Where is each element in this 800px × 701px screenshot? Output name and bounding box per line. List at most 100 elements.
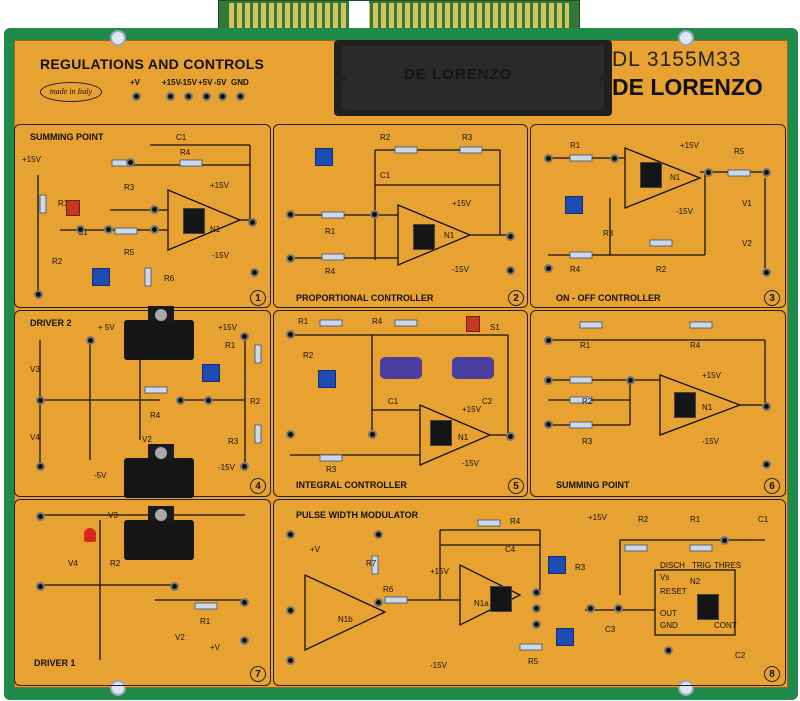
- test-socket[interactable]: [204, 396, 213, 405]
- test-socket[interactable]: [626, 376, 635, 385]
- test-socket[interactable]: [544, 336, 553, 345]
- test-socket[interactable]: [36, 512, 45, 521]
- svg-text:+15V: +15V: [702, 371, 722, 380]
- test-socket[interactable]: [286, 430, 295, 439]
- test-socket[interactable]: [762, 268, 771, 277]
- test-socket[interactable]: [544, 154, 553, 163]
- module-5-label: INTEGRAL CONTROLLER: [296, 480, 407, 490]
- opamp-symbol: [167, 189, 242, 251]
- test-socket[interactable]: [286, 210, 295, 219]
- test-socket[interactable]: [36, 396, 45, 405]
- capacitor-c1: [380, 357, 422, 379]
- test-socket[interactable]: [664, 646, 673, 655]
- test-socket[interactable]: [240, 332, 249, 341]
- switch-s1[interactable]: [466, 316, 480, 332]
- test-socket[interactable]: [370, 210, 379, 219]
- supply-socket[interactable]: [184, 92, 193, 101]
- svg-text:R2: R2: [582, 397, 593, 406]
- supply-socket[interactable]: [236, 92, 245, 101]
- supply-label-v: +V: [130, 78, 141, 87]
- svg-text:-15V: -15V: [462, 459, 480, 468]
- test-socket[interactable]: [150, 225, 159, 234]
- svg-text:R1: R1: [200, 617, 211, 626]
- switch-s1[interactable]: [66, 200, 80, 216]
- svg-text:C2: C2: [735, 651, 746, 660]
- test-socket[interactable]: [506, 232, 515, 241]
- test-socket[interactable]: [762, 168, 771, 177]
- test-socket[interactable]: [614, 604, 623, 613]
- test-socket[interactable]: [286, 530, 295, 539]
- trimmer-knob[interactable]: [315, 148, 333, 166]
- test-socket[interactable]: [374, 598, 383, 607]
- trimmer-knob[interactable]: [548, 556, 566, 574]
- test-socket[interactable]: [368, 430, 377, 439]
- test-socket[interactable]: [170, 582, 179, 591]
- supply-socket[interactable]: [132, 92, 141, 101]
- ic-n1: [640, 162, 662, 188]
- test-socket[interactable]: [86, 336, 95, 345]
- svg-text:R3: R3: [462, 133, 473, 142]
- svg-text:RESET: RESET: [660, 587, 687, 596]
- module-8-number: 8: [764, 666, 780, 682]
- svg-text:N1: N1: [702, 403, 713, 412]
- svg-text:THRES: THRES: [714, 561, 741, 570]
- trimmer-knob[interactable]: [318, 370, 336, 388]
- test-socket[interactable]: [240, 636, 249, 645]
- test-socket[interactable]: [104, 225, 113, 234]
- supply-socket[interactable]: [202, 92, 211, 101]
- test-socket[interactable]: [374, 530, 383, 539]
- test-socket[interactable]: [532, 604, 541, 613]
- test-socket[interactable]: [610, 154, 619, 163]
- test-socket[interactable]: [150, 205, 159, 214]
- supply-socket[interactable]: [218, 92, 227, 101]
- power-transistor-heatsink: [124, 506, 194, 560]
- test-socket[interactable]: [286, 656, 295, 665]
- module-3-label: ON - OFF CONTROLLER: [556, 293, 661, 303]
- trimmer-knob[interactable]: [556, 628, 574, 646]
- power-transistor-heatsink: [124, 444, 194, 498]
- power-transistor-heatsink: [124, 306, 194, 360]
- supply-label-m15: -15V: [180, 78, 197, 87]
- test-socket[interactable]: [286, 330, 295, 339]
- trimmer-knob[interactable]: [92, 268, 110, 286]
- svg-text:N1b: N1b: [338, 615, 353, 624]
- test-socket[interactable]: [176, 396, 185, 405]
- made-in-badge: made in Italy: [40, 82, 102, 102]
- svg-text:R3: R3: [603, 229, 614, 238]
- test-socket[interactable]: [286, 254, 295, 263]
- svg-text:V4: V4: [68, 559, 78, 568]
- test-socket[interactable]: [506, 432, 515, 441]
- test-socket[interactable]: [36, 582, 45, 591]
- svg-text:V3: V3: [108, 511, 118, 520]
- test-socket[interactable]: [532, 588, 541, 597]
- test-socket[interactable]: [248, 218, 257, 227]
- test-socket[interactable]: [544, 420, 553, 429]
- test-socket[interactable]: [76, 225, 85, 234]
- test-socket[interactable]: [544, 376, 553, 385]
- test-socket[interactable]: [586, 604, 595, 613]
- svg-text:+V: +V: [210, 643, 221, 652]
- test-socket[interactable]: [544, 264, 553, 273]
- svg-text:R5: R5: [124, 248, 135, 257]
- test-socket[interactable]: [762, 460, 771, 469]
- module-6-number: 6: [764, 478, 780, 494]
- test-socket[interactable]: [506, 266, 515, 275]
- supply-socket[interactable]: [166, 92, 175, 101]
- test-socket[interactable]: [126, 158, 135, 167]
- trimmer-knob[interactable]: [565, 196, 583, 214]
- test-socket[interactable]: [250, 268, 259, 277]
- test-socket[interactable]: [240, 598, 249, 607]
- trimmer-knob[interactable]: [202, 364, 220, 382]
- test-socket[interactable]: [286, 606, 295, 615]
- test-socket[interactable]: [720, 536, 729, 545]
- svg-text:C2: C2: [482, 397, 493, 406]
- test-socket[interactable]: [240, 462, 249, 471]
- test-socket[interactable]: [762, 402, 771, 411]
- test-socket[interactable]: [704, 168, 713, 177]
- test-socket[interactable]: [36, 462, 45, 471]
- module-8: [273, 499, 786, 686]
- svg-text:+15V: +15V: [22, 155, 42, 164]
- supply-label-p15: +15V: [162, 78, 181, 87]
- test-socket[interactable]: [34, 290, 43, 299]
- test-socket[interactable]: [532, 620, 541, 629]
